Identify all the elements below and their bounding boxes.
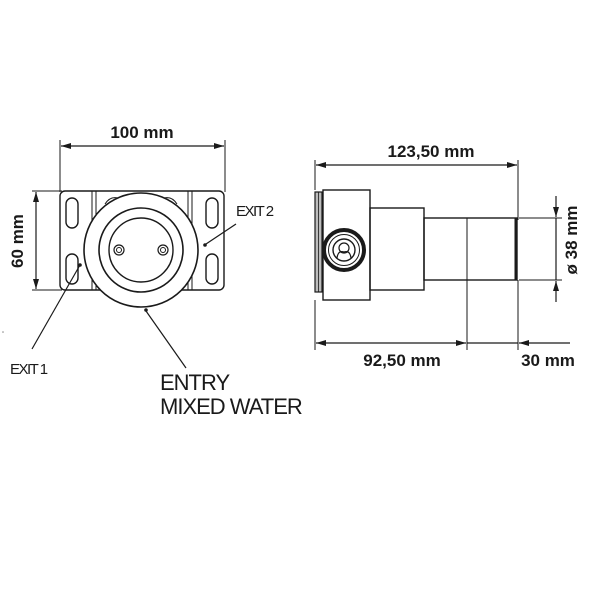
width-dimension-label: 100 mm bbox=[110, 123, 173, 142]
total-length-label: 123,50 mm bbox=[388, 142, 475, 161]
exit-2-leader bbox=[203, 223, 237, 247]
width-dimension bbox=[59, 140, 226, 192]
screw-icon bbox=[113, 244, 125, 256]
tail-tube bbox=[423, 217, 518, 281]
side-view bbox=[314, 160, 570, 350]
side-port bbox=[322, 228, 366, 272]
mounting-slot bbox=[205, 197, 219, 229]
total-length-dimension bbox=[314, 160, 519, 220]
front-view bbox=[31, 140, 237, 369]
middle-ring bbox=[98, 207, 184, 293]
exit-2-label: EXIT 2 bbox=[236, 203, 274, 220]
mounting-slot bbox=[205, 253, 219, 285]
diameter-label: ø 38 mm bbox=[562, 206, 581, 275]
height-dimension bbox=[32, 190, 62, 291]
screw-icon bbox=[157, 244, 169, 256]
entry-leader bbox=[144, 308, 187, 369]
exit-1-leader bbox=[31, 263, 82, 350]
body-length-label: 92,50 mm bbox=[363, 351, 441, 370]
exit-1-label: EXIT 1 bbox=[10, 361, 48, 378]
step-section bbox=[369, 207, 425, 291]
tail-length-label: 30 mm bbox=[521, 351, 575, 370]
stray-dot bbox=[2, 331, 4, 333]
inner-cap bbox=[108, 217, 174, 283]
outer-ring bbox=[83, 192, 199, 308]
entry-label: ENTRY bbox=[160, 370, 230, 395]
height-dimension-label: 60 mm bbox=[8, 214, 27, 268]
mounting-slot bbox=[65, 197, 79, 229]
mixed-water-label: MIXED WATER bbox=[160, 394, 302, 419]
